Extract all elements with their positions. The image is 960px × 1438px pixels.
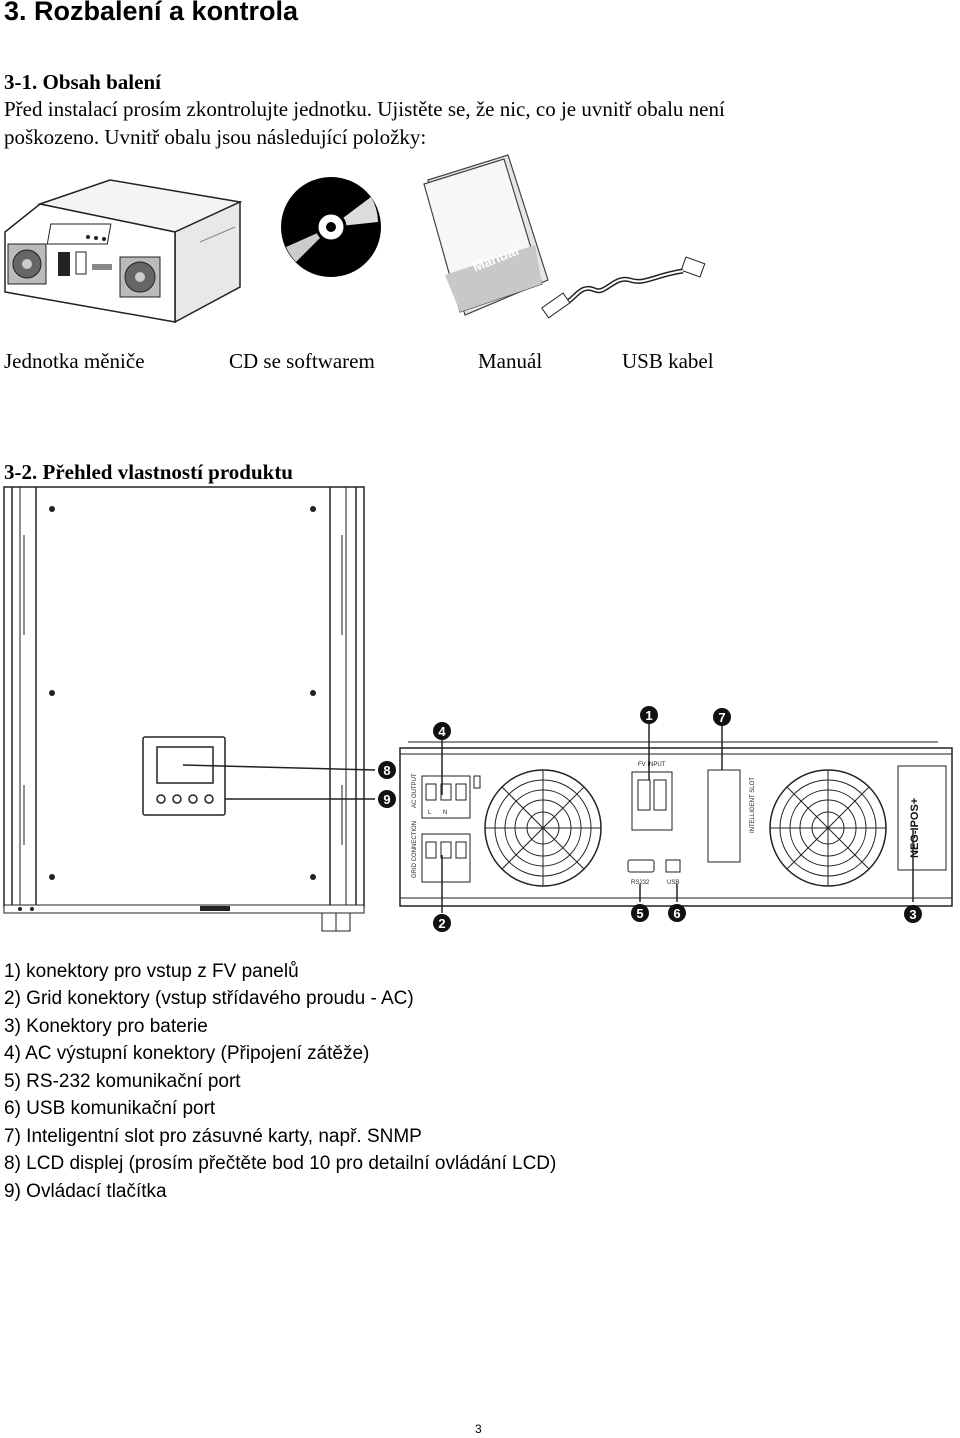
section-title-package-contents: 3-1. Obsah balení [4, 70, 161, 94]
feature-item-6: 6) USB komunikační port [4, 1098, 216, 1119]
inverter-unit-illustration [4, 179, 243, 324]
callout-7: 7 [713, 708, 731, 726]
svg-text:7: 7 [718, 710, 725, 725]
callout-5: 5 [631, 904, 649, 922]
feature-item-9: 9) Ovládací tlačítka [4, 1181, 167, 1202]
control-button [188, 794, 198, 804]
usb-cable-illustration [541, 256, 706, 319]
unit-connector-panel-view: AC OUTPUT GRID CONNECTION L N FV INPUT R… [399, 741, 953, 907]
manual-illustration: Manual [423, 154, 549, 316]
fv-input-label: FV INPUT [638, 762, 666, 768]
caption-usb-cable: USB kabel [622, 349, 714, 373]
battery-connectors [897, 765, 947, 871]
callout-4: 4 [433, 722, 451, 740]
svg-text:1: 1 [645, 708, 652, 723]
control-button [204, 794, 214, 804]
callout-6: 6 [668, 904, 686, 922]
callout-1: 1 [640, 706, 658, 724]
caption-manual: Manuál [478, 349, 543, 373]
control-button [156, 794, 166, 804]
svg-text:5: 5 [636, 906, 643, 921]
control-button [172, 794, 182, 804]
svg-text:6: 6 [673, 906, 680, 921]
usb-port [665, 859, 681, 873]
callout-3: 3 [904, 905, 922, 923]
feature-item-3: 3) Konektory pro baterie [4, 1016, 208, 1037]
terminal-l-label: L [428, 810, 432, 816]
page-number: 3 [475, 1422, 482, 1436]
cooling-fan-left [484, 769, 602, 887]
intro-line-1: Před instalací prosím zkontrolujte jedno… [4, 97, 725, 121]
unit-front-view [3, 486, 365, 932]
cooling-fan-right [769, 769, 887, 887]
svg-text:8: 8 [383, 763, 390, 778]
intro-line-2: poškozeno. Uvnitř obalu jsou následující… [4, 125, 427, 149]
intelligent-slot [707, 769, 741, 863]
rs232-port [627, 859, 655, 873]
callout-lines [182, 724, 914, 913]
callout-8: 8 [378, 761, 396, 779]
callout-2: 2 [433, 914, 451, 932]
feature-item-7: 7) Inteligentní slot pro zásuvné karty, … [4, 1126, 422, 1147]
section-title-product-overview: 3-2. Přehled vlastností produktu [4, 460, 293, 484]
page-heading: 3. Rozbalení a kontrola [4, 0, 299, 26]
svg-text:3: 3 [909, 907, 916, 922]
intelligent-slot-label: INTELLIGENT SLOT [750, 777, 756, 833]
svg-text:2: 2 [438, 916, 445, 931]
usb-label: USB [667, 880, 679, 886]
terminal-n-label: N [443, 810, 447, 816]
ac-output-label: AC OUTPUT [412, 773, 418, 808]
rs232-label: RS232 [631, 880, 650, 886]
callout-markers: 1 2 3 4 5 6 7 8 9 [378, 706, 922, 932]
caption-cd-software: CD se softwarem [229, 349, 375, 373]
feature-item-4: 4) AC výstupní konektory (Připojení zátě… [4, 1043, 370, 1064]
feature-item-5: 5) RS-232 komunikační port [4, 1071, 241, 1092]
grid-connection-label: GRID CONNECTION [412, 821, 418, 878]
feature-item-1: 1) konektory pro vstup z FV panelů [4, 961, 299, 982]
svg-text:9: 9 [383, 792, 390, 807]
svg-text:4: 4 [438, 724, 446, 739]
feature-item-2: 2) Grid konektory (vstup střídavého prou… [4, 988, 414, 1009]
caption-inverter-unit: Jednotka měniče [4, 349, 145, 373]
callout-9: 9 [378, 790, 396, 808]
feature-item-8: 8) LCD displej (prosím přečtěte bod 10 p… [4, 1153, 557, 1174]
cd-illustration [281, 177, 381, 277]
brand-label: NEG-IPOS+ [909, 798, 921, 858]
